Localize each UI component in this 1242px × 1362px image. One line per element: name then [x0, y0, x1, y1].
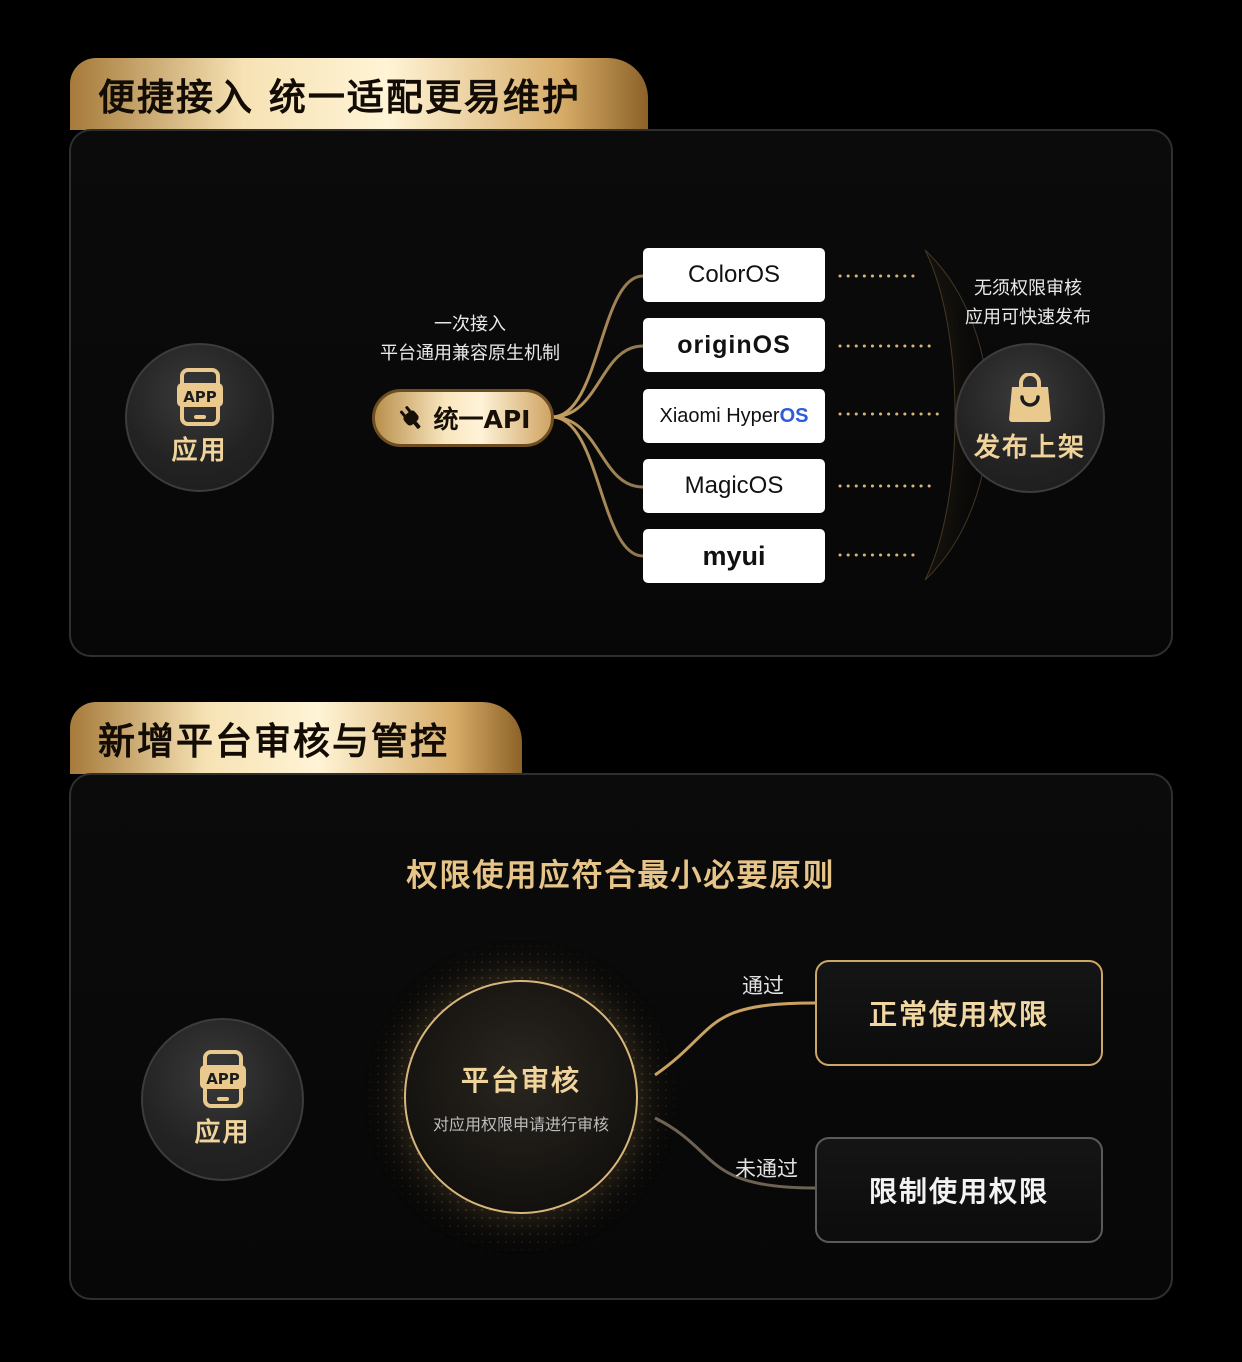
app-badge-text-2: APP — [206, 1070, 240, 1088]
section2-title: 新增平台审核与管控 — [98, 720, 449, 763]
os-name-coloros: ColorOS — [687, 261, 781, 288]
api-note-line-1: 一次接入 — [434, 314, 506, 335]
app-node-2: APP 应用 — [141, 1018, 304, 1181]
plug-icon — [399, 406, 420, 429]
section2-tab: 新增平台审核与管控 — [70, 702, 522, 774]
app-node-1: APP 应用 — [125, 343, 274, 492]
os-name-myui: myui — [702, 540, 766, 571]
api-note-line-2: 平台通用兼容原生机制 — [380, 343, 560, 364]
fail-result-box: 限制使用权限 — [815, 1137, 1103, 1243]
unified-api-pill: 统一API — [372, 389, 554, 447]
unified-api-label: 统一API — [433, 405, 531, 434]
os-dotted-lines — [838, 274, 944, 557]
publish-node-label: 发布上架 — [973, 432, 1086, 463]
app-phone-icon: APP — [199, 1050, 246, 1108]
app-phone-icon: APP — [176, 368, 223, 426]
pass-branch-label: 通过 — [742, 974, 784, 998]
pass-result-box: 正常使用权限 — [815, 960, 1103, 1066]
os-box-coloros: ColorOS — [643, 248, 825, 302]
publish-note-line-1: 无须权限审核 — [974, 278, 1082, 299]
app-node-1-label: 应用 — [171, 436, 228, 466]
os-name-originos: originOS — [677, 330, 791, 359]
api-fan-curves — [551, 274, 644, 558]
pass-result-text: 正常使用权限 — [868, 998, 1049, 1031]
app-node-2-label: 应用 — [194, 1118, 251, 1148]
section1-title: 便捷接入 统一适配更易维护 — [98, 76, 581, 119]
publish-note: 无须权限审核 应用可快速发布 — [930, 274, 1126, 332]
os-box-myui: myui — [643, 529, 825, 583]
pass-branch-curve — [654, 1001, 816, 1077]
publish-node: 发布上架 — [955, 343, 1105, 493]
fail-result-text: 限制使用权限 — [868, 1175, 1049, 1208]
fail-branch-label: 未通过 — [735, 1157, 798, 1181]
os-name-hyperos-head: Xiaomi Hyper — [659, 404, 780, 427]
os-name-hyperos-tail: OS — [779, 404, 809, 427]
review-subtitle: 对应用权限申请进行审核 — [432, 1115, 609, 1134]
platform-review-node: 平台审核 对应用权限申请进行审核 — [404, 980, 638, 1214]
app-badge-text: APP — [183, 388, 217, 406]
fail-branch-curve — [654, 1116, 816, 1190]
os-box-originos: originOS — [643, 318, 825, 372]
review-title: 平台审核 — [460, 1064, 581, 1097]
os-name-magicos: MagicOS — [684, 472, 784, 499]
shopping-bag-icon — [1009, 372, 1051, 422]
os-box-magicos: MagicOS — [643, 459, 825, 513]
principle-headline: 权限使用应符合最小必要原则 — [406, 858, 836, 894]
section1-tab: 便捷接入 统一适配更易维护 — [70, 58, 648, 130]
api-note: 一次接入 平台通用兼容原生机制 — [340, 310, 600, 368]
publish-note-line-2: 应用可快速发布 — [965, 307, 1091, 328]
